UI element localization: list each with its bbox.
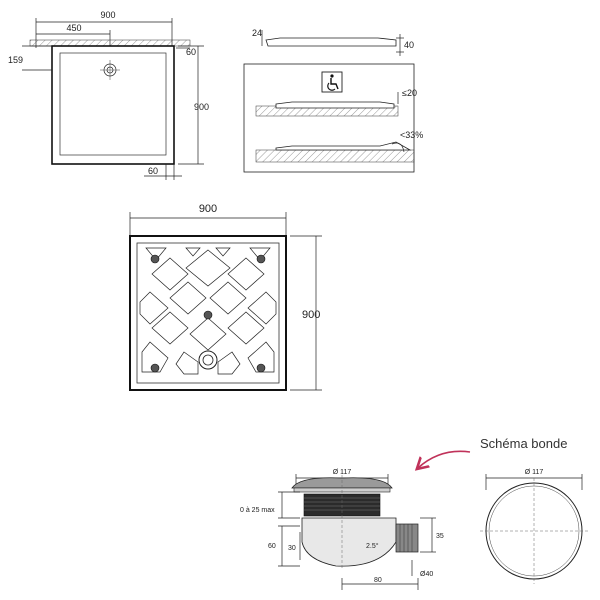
drain-total-height-label: 60 bbox=[268, 543, 276, 550]
top-thickness-label: 24 bbox=[252, 28, 262, 38]
tray-relief-pattern bbox=[139, 247, 277, 375]
bottom-rim-label: 60 bbox=[148, 166, 158, 176]
wall-hatch bbox=[29, 39, 191, 47]
left-offset-label: 159 bbox=[8, 55, 23, 65]
tray-inner-outline bbox=[59, 52, 167, 156]
tray-foot-bl bbox=[150, 363, 160, 373]
tray-foot-br bbox=[256, 363, 266, 373]
drain-angle-label: 2.5° bbox=[366, 542, 379, 550]
wheelchair-icon bbox=[321, 71, 343, 93]
half-width-label: 450 bbox=[66, 23, 81, 33]
floor-hatch-2 bbox=[255, 149, 415, 163]
tray-width-label: 900 bbox=[199, 203, 217, 215]
profile-section-top bbox=[265, 37, 397, 47]
tray-foot-center bbox=[203, 310, 213, 320]
drain-body bbox=[301, 517, 397, 567]
tray-drain-inner bbox=[202, 354, 214, 366]
flush-height-label: ≤20 bbox=[402, 88, 417, 98]
circle-diameter-label: Ø 117 bbox=[525, 469, 544, 476]
drain-caption: Schéma bonde bbox=[480, 436, 567, 451]
drain-body-height-label: 30 bbox=[288, 545, 296, 552]
top-height-label: 900 bbox=[194, 102, 209, 112]
drain-length-label: 80 bbox=[374, 577, 382, 584]
slope-label: <33% bbox=[400, 130, 423, 140]
drain-outlet bbox=[395, 523, 419, 553]
drain-outlet-height-label: 35 bbox=[436, 533, 444, 540]
caption-arrow bbox=[418, 450, 471, 468]
top-width-label: 900 bbox=[100, 10, 115, 20]
tray-height-label: 900 bbox=[302, 309, 320, 321]
drain-schema: Schéma bonde Ø 117 bbox=[240, 436, 588, 590]
tray-foot-tr bbox=[256, 254, 266, 264]
edge-height-label: 40 bbox=[404, 40, 414, 50]
profile-view: 24 40 ≤20 <33% bbox=[243, 28, 423, 173]
drain-range-label: 0 à 25 max bbox=[240, 507, 275, 514]
tray-plan-view: 900 900 bbox=[129, 203, 322, 391]
right-rim-label: 60 bbox=[186, 47, 196, 57]
tray-foot-tl bbox=[150, 254, 160, 264]
drain-outlet-diameter-label: Ø40 bbox=[420, 571, 433, 578]
drain-symbol bbox=[100, 60, 120, 80]
top-plan-view: 900 450 159 60 900 60 bbox=[8, 10, 209, 180]
tray-outline bbox=[51, 45, 175, 165]
